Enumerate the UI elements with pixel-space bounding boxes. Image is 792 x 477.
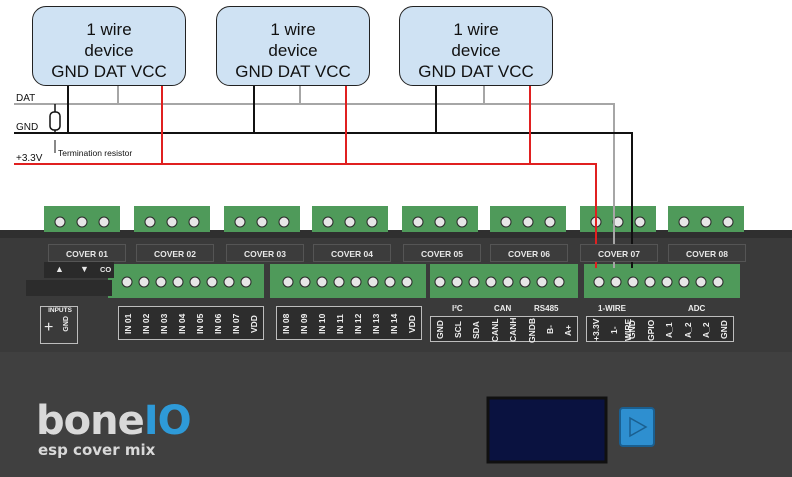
pin-labels-group-1: IN 01 IN 02 IN 03 IN 04 IN 05 IN 06 IN 0… xyxy=(118,306,264,340)
device-box-1: 1 wire device GND DAT VCC xyxy=(32,6,186,86)
input-terminal-screws xyxy=(121,276,724,288)
pin-label: B- xyxy=(545,325,555,335)
pin-label: VDD xyxy=(407,315,417,333)
pin-label: IN 04 xyxy=(177,313,187,335)
cover-label-01: COVER 01 xyxy=(48,244,126,262)
pin-label: IN 05 xyxy=(195,313,205,335)
pin-label: A+ xyxy=(563,324,573,336)
device-box-2: 1 wire device GND DAT VCC xyxy=(216,6,370,86)
pin-label: IN 10 xyxy=(317,313,327,335)
brand-subtitle: esp cover mix xyxy=(38,441,156,459)
pin-label: GNDB xyxy=(527,317,537,343)
pin-label: IN 14 xyxy=(389,313,399,335)
inputs-gnd: GND xyxy=(63,316,70,332)
inputs-plus: + xyxy=(44,319,54,336)
termination-resistor xyxy=(49,104,61,153)
pin-labels-group-4: +3.3V 1-WIRE GND GPIO A_1 A_2 A_2 GND xyxy=(586,316,734,342)
pin-label: IN 02 xyxy=(141,313,151,335)
pin-label: CANL xyxy=(490,318,500,342)
cover-label-04: COVER 04 xyxy=(313,244,391,262)
display-button[interactable] xyxy=(619,407,655,447)
termination-resistor-label: Termination resistor xyxy=(58,148,133,158)
pin-label: A_2 xyxy=(701,322,711,338)
pin-label: GND xyxy=(719,320,729,340)
pin-label: GPIO xyxy=(646,319,656,341)
cover01-co-label: CO xyxy=(100,265,112,274)
gnd-wires xyxy=(14,86,633,268)
device-title: 1 wire xyxy=(86,20,132,39)
inputs-title: INPUTS xyxy=(48,307,72,314)
pin-label: A_2 xyxy=(683,322,693,338)
controller-lower-panel xyxy=(0,352,792,477)
cover-label-08: COVER 08 xyxy=(668,244,746,262)
cover01-down-button[interactable]: ▼ xyxy=(80,264,89,274)
pin-label: VDD xyxy=(249,315,259,333)
cover-label-07: COVER 07 xyxy=(580,244,658,262)
i2c-group-label: I²C xyxy=(452,304,463,313)
rs485-group-label: RS485 xyxy=(534,304,559,313)
cover01-up-button[interactable]: ▲ xyxy=(55,264,64,274)
play-triangle-icon xyxy=(629,416,648,438)
pin-label: A_1 xyxy=(664,322,674,338)
cover-label-05: COVER 05 xyxy=(403,244,481,262)
mount-tab xyxy=(26,280,112,296)
device-subtitle: device xyxy=(84,41,134,60)
pin-label: IN 03 xyxy=(159,313,169,335)
logo-text-b: IO xyxy=(143,398,192,444)
pin-label: IN 13 xyxy=(371,313,381,335)
cover-terminal-screws xyxy=(54,216,734,228)
pin-label: SCL xyxy=(453,321,463,339)
pin-label: GND xyxy=(435,320,445,340)
cover-label-03: COVER 03 xyxy=(226,244,304,262)
controller-top-edge xyxy=(0,230,792,238)
dat-wires xyxy=(14,86,615,268)
cover-label-02: COVER 02 xyxy=(136,244,214,262)
pin-label: CANH xyxy=(508,317,518,343)
device-box-3: 1 wire device GND DAT VCC xyxy=(399,6,553,86)
oled-display xyxy=(486,396,608,464)
gnd-wire-label: GND xyxy=(16,122,39,133)
dat-wire-label: DAT xyxy=(16,93,36,104)
cover-label-06: COVER 06 xyxy=(490,244,568,262)
pin-label: IN 11 xyxy=(335,314,345,334)
device-pins-label: GND DAT VCC xyxy=(418,62,534,81)
pin-label: SDA xyxy=(471,321,481,339)
pin-label: IN 07 xyxy=(231,313,241,335)
onewire-group-label: 1-WIRE xyxy=(598,304,626,313)
pin-label: IN 08 xyxy=(281,313,291,335)
pin-label: IN 01 xyxy=(123,313,133,335)
pin-label: IN 06 xyxy=(213,313,223,335)
cover01-button-panel xyxy=(44,262,114,278)
device-title: 1 wire xyxy=(270,20,316,39)
pin-label: +3.3V xyxy=(591,318,601,342)
boneio-logo: boneIO xyxy=(36,398,192,444)
device-pins-label: GND DAT VCC xyxy=(235,62,351,81)
can-group-label: CAN xyxy=(494,304,512,313)
pin-label: 1-WIRE xyxy=(609,318,633,342)
logo-text-a: bone xyxy=(36,398,145,444)
pin-label: IN 09 xyxy=(299,313,309,335)
pin-labels-group-3: GND SCL SDA CANL CANH GNDB B- A+ xyxy=(430,316,578,343)
vcc-wire-label: +3.3V xyxy=(16,153,43,164)
pin-label: IN 12 xyxy=(353,313,363,335)
adc-group-label: ADC xyxy=(688,304,706,313)
vcc-wires xyxy=(14,86,597,268)
device-subtitle: device xyxy=(451,41,501,60)
pin-labels-group-2: IN 08 IN 09 IN 10 IN 11 IN 12 IN 13 IN 1… xyxy=(276,306,422,340)
device-subtitle: device xyxy=(268,41,318,60)
device-pins-label: GND DAT VCC xyxy=(51,62,167,81)
device-title: 1 wire xyxy=(453,20,499,39)
inputs-block: INPUTS + GND xyxy=(40,306,78,344)
pin-label: GND xyxy=(627,320,637,340)
